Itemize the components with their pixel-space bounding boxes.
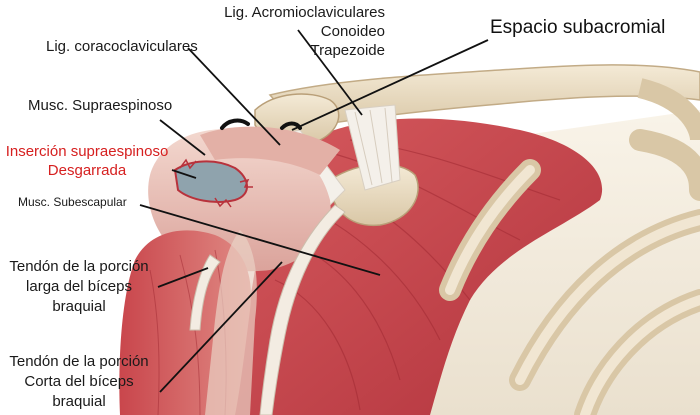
label-tendon-corta-line-3: braquial (52, 393, 106, 410)
tear-area (173, 160, 248, 203)
leader-lines (139, 29, 489, 393)
biceps-long-tendon (189, 254, 221, 331)
label-acromio-line-3: Trapezoide (310, 42, 386, 59)
label-tendon-larga-line-2: larga del bíceps (26, 278, 132, 295)
leader-subescapular (139, 204, 381, 276)
leader-supraespinoso (159, 119, 206, 156)
label-long-head-biceps-tendon: Tendón de la porción larga del bíceps br… (4, 257, 154, 317)
humerus-shaft (205, 230, 257, 415)
leader-insercion (171, 169, 197, 179)
label-insercion-line-2: Desgarrada (47, 162, 127, 179)
label-short-head-biceps-tendon: Tendón de la porción Corta del bíceps br… (4, 352, 154, 412)
label-tendon-corta-line-1: Tendón de la porción (9, 353, 149, 370)
label-acromio-ligaments: Lig. Acromioclaviculares Conoideo Trapez… (220, 3, 385, 60)
label-subscapularis-muscle: Musc. Subescapular (18, 195, 127, 209)
leader-tendon-corta (159, 261, 283, 393)
leader-tendon-larga (157, 267, 209, 288)
label-tendon-corta-line-2: Corta del bíceps (24, 373, 134, 390)
label-acromio-line-1: Lig. Acromioclaviculares (224, 4, 385, 21)
label-coracoclavicular: Lig. coracoclaviculares (46, 38, 198, 55)
leader-coraco (187, 47, 281, 146)
label-tendon-larga-line-3: braquial (52, 298, 106, 315)
label-insercion-line-1: Inserción supraespinoso (5, 143, 169, 160)
biceps-short-tendon (259, 204, 346, 415)
label-supraspinatus-muscle: Musc. Supraespinoso (28, 97, 173, 114)
supraspinatus-muscle (200, 126, 340, 175)
subacromial-marker (220, 118, 250, 130)
label-tendon-larga-line-1: Tendón de la porción (9, 258, 149, 275)
leader-subacromial (291, 39, 489, 131)
label-torn-insertion: Inserción supraespinoso Desgarrada (4, 142, 170, 180)
leader-acromio (297, 29, 363, 116)
label-subacromial-space: Espacio subacromial (490, 17, 666, 38)
label-acromio-line-2: Conoideo (320, 23, 385, 40)
